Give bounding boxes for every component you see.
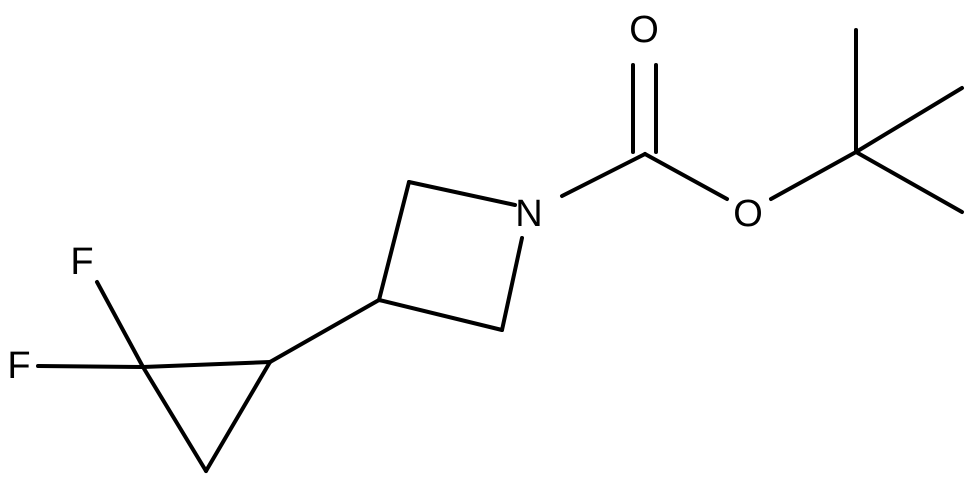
nitrogen-label: N (515, 193, 542, 235)
carbonyl-oxygen-label: O (629, 9, 659, 51)
azetidine-bond-n-top (407, 180, 517, 207)
azetidine-bond-left-bottom (377, 298, 504, 332)
fluorine-left-label: F (7, 345, 30, 387)
cf-bond-top (95, 280, 145, 369)
azetidine-bond-bottom-n (500, 236, 524, 332)
azetidine-cyclopropyl-bond (268, 298, 381, 364)
tbu-methyl-upper-right (854, 86, 964, 154)
cyclopropane-bond-a (141, 360, 272, 369)
tbu-methyl-lower-right (854, 150, 964, 214)
cyclopropane-bond-b (141, 365, 208, 473)
ester-tbu-bond (769, 150, 858, 201)
carbonyl-ester-bond (643, 152, 729, 201)
n-carbonyl-bond (560, 152, 647, 198)
cf-bond-left (36, 364, 145, 369)
ester-oxygen-label: O (733, 193, 763, 235)
fluorine-top-label: F (70, 241, 93, 283)
cyclopropane-bond-c (204, 360, 272, 473)
azetidine-bond-top-left (377, 180, 411, 302)
